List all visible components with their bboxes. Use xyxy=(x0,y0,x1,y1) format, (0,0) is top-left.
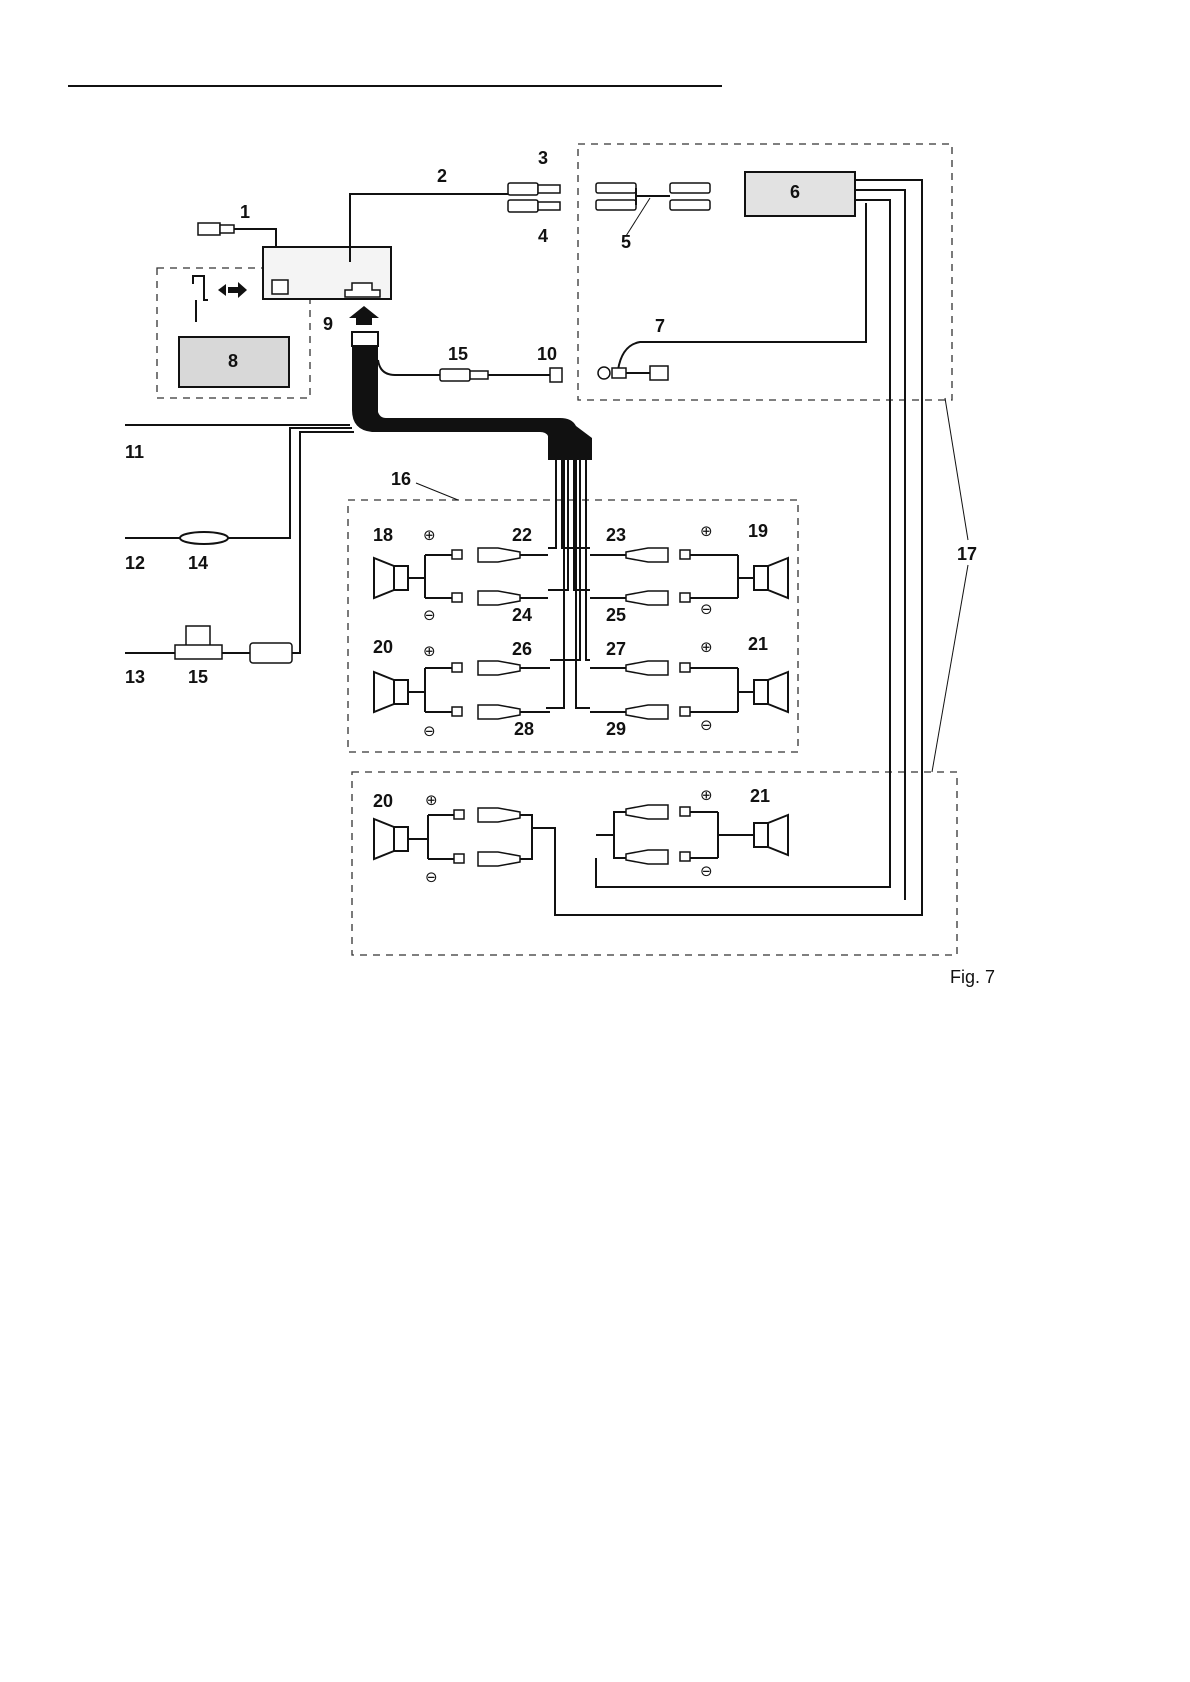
wire-13 xyxy=(125,431,354,654)
label-14: 14 xyxy=(188,553,208,573)
arrow-up xyxy=(349,306,379,325)
wire-12 xyxy=(125,427,352,539)
plus-mark: ⊕ xyxy=(700,786,713,804)
connector-9 xyxy=(271,279,289,295)
minus-mark: ⊖ xyxy=(700,862,713,880)
fuse-line-15 xyxy=(377,359,563,383)
label-28: 28 xyxy=(514,719,534,739)
dashed-group-17 xyxy=(351,771,958,956)
label-15-top: 15 xyxy=(448,344,468,364)
plus-mark: ⊕ xyxy=(700,638,713,656)
label-4: 4 xyxy=(538,226,548,246)
minus-mark: ⊖ xyxy=(423,722,436,740)
label-24: 24 xyxy=(512,605,532,625)
plus-mark: ⊕ xyxy=(700,522,713,540)
label-22: 22 xyxy=(512,525,532,545)
label-12: 12 xyxy=(125,553,145,573)
minus-mark: ⊖ xyxy=(423,606,436,624)
minus-mark: ⊖ xyxy=(425,868,438,886)
leader-16 xyxy=(415,482,459,501)
arrow-to-head xyxy=(228,282,247,298)
fuse-holder-15 xyxy=(174,625,293,664)
leader-17a xyxy=(944,397,969,541)
label-15-left: 15 xyxy=(188,667,208,687)
label-21-upper: 21 xyxy=(748,634,768,654)
fuse-14 xyxy=(179,531,229,545)
label-10: 10 xyxy=(537,344,557,364)
plus-mark: ⊕ xyxy=(423,642,436,660)
label-17: 17 xyxy=(957,544,977,564)
cable-2 xyxy=(349,193,508,262)
rca-connectors-5 xyxy=(595,182,711,237)
speaker-20-upper xyxy=(373,660,550,720)
minus-mark: ⊖ xyxy=(700,716,713,734)
speaker-18 xyxy=(373,547,548,606)
label-29: 29 xyxy=(606,719,626,739)
label-20-upper: 20 xyxy=(373,637,393,657)
label-9: 9 xyxy=(323,314,333,334)
dashed-group-8 xyxy=(156,267,311,399)
label-5: 5 xyxy=(621,232,631,252)
cable-7 xyxy=(617,203,867,371)
label-6: 6 xyxy=(790,182,800,202)
speaker-20-lower xyxy=(373,807,556,915)
label-27: 27 xyxy=(606,639,626,659)
connector-7 xyxy=(597,365,669,381)
plus-mark: ⊕ xyxy=(425,791,438,809)
label-11: 11 xyxy=(125,442,144,462)
dashed-group-6 xyxy=(577,143,953,401)
label-2: 2 xyxy=(437,166,447,186)
label-1: 1 xyxy=(240,202,250,222)
label-16: 16 xyxy=(391,469,411,489)
head-unit xyxy=(262,246,392,300)
label-13: 13 xyxy=(125,667,145,687)
label-8: 8 xyxy=(228,351,238,371)
label-23: 23 xyxy=(606,525,626,545)
label-20-lower: 20 xyxy=(373,791,393,811)
label-19: 19 xyxy=(748,521,768,541)
wiring-harness xyxy=(351,331,592,709)
plus-mark: ⊕ xyxy=(423,526,436,544)
label-3: 3 xyxy=(538,148,548,168)
leader-17b xyxy=(931,564,969,773)
minus-mark: ⊖ xyxy=(700,600,713,618)
component-8 xyxy=(178,275,290,388)
speaker-21-upper xyxy=(590,660,789,720)
amplifier-6 xyxy=(744,171,856,217)
rca-connectors-3-4 xyxy=(507,182,561,213)
label-7: 7 xyxy=(655,316,665,336)
speaker-19 xyxy=(590,547,789,606)
speaker-21-lower xyxy=(596,804,789,865)
label-18: 18 xyxy=(373,525,393,545)
figure-caption: Fig. 7 xyxy=(950,967,995,987)
label-25: 25 xyxy=(606,605,626,625)
label-21-lower: 21 xyxy=(750,786,770,806)
label-26: 26 xyxy=(512,639,532,659)
